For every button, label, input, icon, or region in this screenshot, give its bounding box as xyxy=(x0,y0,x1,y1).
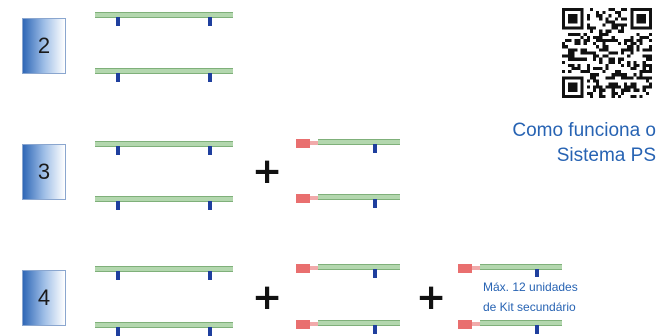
main-kit-rail xyxy=(95,68,233,74)
row-badge-4: 4 xyxy=(22,270,66,326)
secondary-cap-joint xyxy=(310,196,318,200)
row-badge-2: 2 xyxy=(22,18,66,74)
main-kit-rail xyxy=(95,266,233,272)
rail-post xyxy=(373,269,377,278)
secondary-cap xyxy=(296,264,310,273)
qr-code-icon[interactable] xyxy=(562,8,652,98)
rail-post xyxy=(116,73,120,82)
qr-caption[interactable]: Como funciona o Sistema PS xyxy=(512,118,656,168)
secondary-cap xyxy=(296,194,310,203)
rail-post xyxy=(535,269,539,278)
row-number: 4 xyxy=(37,285,51,310)
rail-post xyxy=(373,144,377,153)
rail-post xyxy=(208,146,212,155)
rail-post xyxy=(373,199,377,208)
max-units-note: Máx. 12 unidades de Kit secundário xyxy=(483,277,578,317)
secondary-kit-rail xyxy=(318,320,400,326)
plus-symbol: + xyxy=(252,151,283,192)
row-number: 2 xyxy=(37,33,51,58)
rail-post xyxy=(116,146,120,155)
secondary-kit-rail xyxy=(318,139,400,145)
secondary-cap-joint xyxy=(310,266,318,270)
rail-post xyxy=(208,271,212,280)
secondary-kit-rail xyxy=(480,264,562,270)
secondary-kit-rail xyxy=(480,320,562,326)
secondary-cap-joint xyxy=(310,322,318,326)
secondary-kit-rail xyxy=(318,194,400,200)
secondary-cap xyxy=(296,139,310,148)
rail-post xyxy=(208,201,212,210)
rail-post xyxy=(116,271,120,280)
rail-post xyxy=(116,201,120,210)
secondary-cap xyxy=(458,320,472,329)
row-badge-3: 3 xyxy=(22,144,66,200)
secondary-cap-joint xyxy=(472,322,480,326)
rail-post xyxy=(535,325,539,334)
rail-post xyxy=(208,327,212,336)
main-kit-rail xyxy=(95,141,233,147)
plus-symbol: + xyxy=(252,277,283,318)
secondary-kit-rail xyxy=(318,264,400,270)
main-kit-rail xyxy=(95,322,233,328)
rail-post xyxy=(373,325,377,334)
note-line-1: Máx. 12 unidades xyxy=(483,280,578,294)
rail-post xyxy=(116,327,120,336)
secondary-cap-joint xyxy=(472,266,480,270)
rail-post xyxy=(116,17,120,26)
caption-line-1: Como funciona o xyxy=(512,120,656,141)
rail-post xyxy=(208,73,212,82)
plus-symbol: + xyxy=(416,277,447,318)
secondary-cap xyxy=(458,264,472,273)
caption-line-2: Sistema PS xyxy=(556,145,656,166)
note-line-2: de Kit secundário xyxy=(483,300,576,314)
row-number: 3 xyxy=(37,159,51,184)
secondary-cap xyxy=(296,320,310,329)
secondary-cap-joint xyxy=(310,141,318,145)
main-kit-rail xyxy=(95,12,233,18)
main-kit-rail xyxy=(95,196,233,202)
rail-post xyxy=(208,17,212,26)
